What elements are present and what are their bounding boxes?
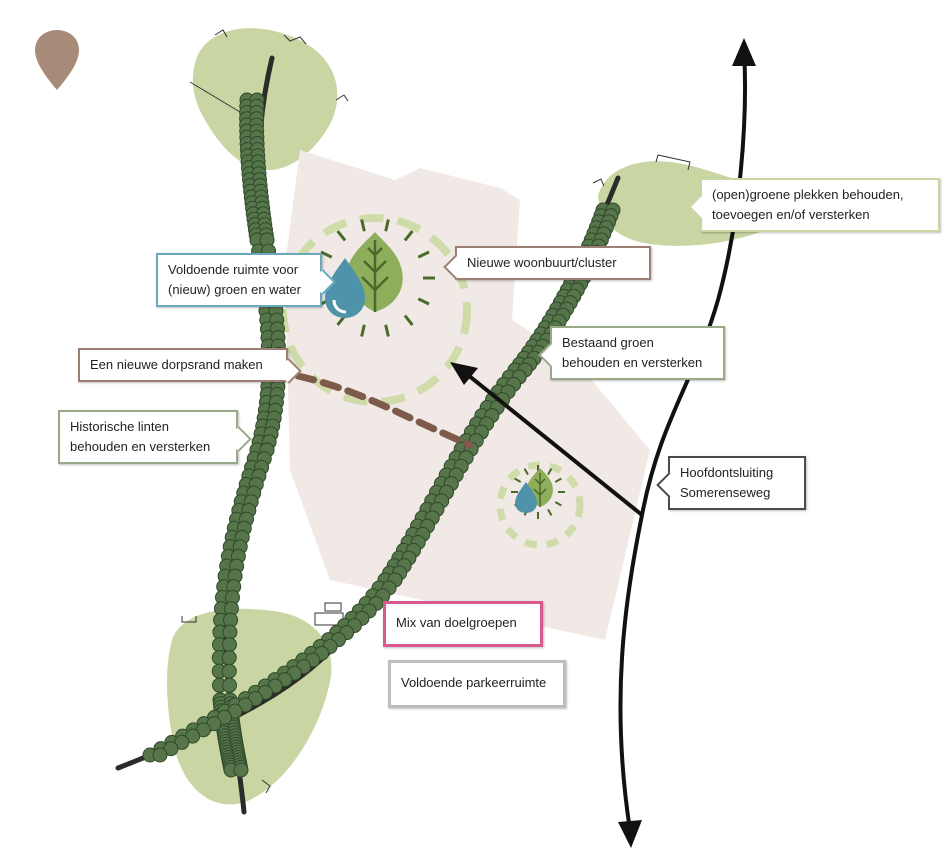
tree	[221, 663, 237, 679]
access-arrow	[450, 362, 644, 517]
label-line: Voldoende parkeerruimte	[401, 675, 547, 690]
dorpsrand-line	[294, 372, 474, 449]
label-line: (nieuw) groen en water	[168, 282, 301, 297]
sun-ray	[523, 468, 529, 476]
water-drop-icon	[325, 258, 365, 318]
sun-ray	[320, 250, 333, 259]
label-historische-linten: Historische linten behouden en versterke…	[58, 410, 252, 464]
location-pin-icon	[35, 30, 79, 90]
label-doelgroepen: Mix van doelgroepen	[383, 601, 543, 647]
building-outlines	[181, 29, 691, 794]
sun-ray	[384, 324, 390, 337]
label-open-groen: (open)groene plekken behouden, toevoegen…	[688, 178, 940, 232]
tree	[152, 747, 168, 763]
sun-ray	[417, 297, 430, 306]
label-line: behouden en versterken	[70, 439, 211, 454]
label-line: Historische linten	[70, 419, 169, 434]
label-line: Bestaand groen	[562, 335, 654, 350]
sun-ray	[417, 250, 430, 259]
label-line: Somerenseweg	[680, 485, 771, 500]
sun-ray	[360, 219, 366, 232]
label-line: Mix van doelgroepen	[396, 615, 517, 630]
label-line: (open)groene plekken behouden,	[712, 187, 904, 202]
water-drop-icon	[515, 482, 537, 513]
sun-ray	[360, 324, 366, 337]
label-parkeerruimte: Voldoende parkeerruimte	[388, 660, 566, 708]
tree	[222, 624, 238, 640]
label-groen-water: Voldoende ruimte voor (nieuw) groen en w…	[156, 253, 336, 307]
label-hoofdontsluiting: Hoofdontsluiting Somerenseweg	[656, 456, 806, 510]
sun-ray	[403, 314, 414, 326]
label-line: Een nieuwe dorpsrand maken	[90, 357, 263, 372]
sun-ray	[514, 477, 522, 483]
label-line: toevoegen en/of versterken	[712, 207, 870, 222]
tree	[233, 762, 249, 778]
sun-ray	[336, 230, 347, 242]
tree	[221, 650, 237, 666]
label-line: Nieuwe woonbuurt/cluster	[467, 255, 617, 270]
label-line: Hoofdontsluiting	[680, 465, 774, 480]
sun-ray	[403, 230, 414, 242]
label-line: Voldoende ruimte voor	[168, 262, 299, 277]
tree	[221, 637, 237, 653]
tree	[222, 677, 238, 693]
double-arrow-icon	[618, 38, 756, 848]
sun-ray	[384, 219, 390, 232]
label-line: behouden en versterken	[562, 355, 703, 370]
sun-ray	[547, 468, 553, 476]
label-woonbuurt: Nieuwe woonbuurt/cluster	[443, 246, 651, 280]
label-bestaand-groen: Bestaand groen behouden en versterken	[538, 326, 725, 380]
sun-ray	[547, 508, 553, 516]
sun-ray	[554, 501, 562, 507]
label-dorpsrand: Een nieuwe dorpsrand maken	[78, 348, 302, 384]
sun-ray	[554, 477, 562, 483]
